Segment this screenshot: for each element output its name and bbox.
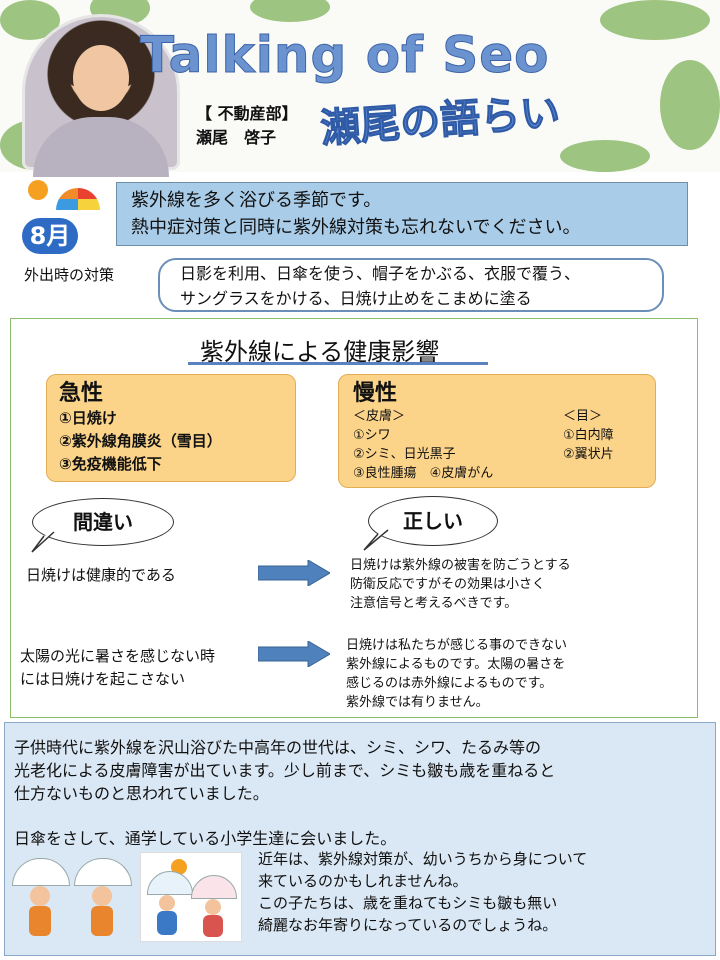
notice-line: 熱中症対策と同時に紫外線対策も忘れないでください。	[131, 217, 581, 238]
essay-line: 仕方ないものと思われていました。	[14, 784, 269, 803]
fact-line: 紫外線では有りません。	[346, 695, 489, 710]
chronic-heading: 慢性	[353, 381, 398, 406]
eye-item: ①白内障	[563, 428, 614, 443]
essay-paragraph: 近年は、紫外線対策が、幼いうちから身について 来ているのかもしれませんね。 この…	[258, 848, 587, 936]
arrow-right-icon	[258, 560, 330, 586]
clover-decoration	[660, 60, 720, 150]
eye-item: ②翼状片	[563, 447, 614, 462]
fact-line: 注意信号と考えるべきです。	[350, 596, 518, 611]
clover-decoration	[250, 0, 330, 22]
clover-decoration	[600, 0, 710, 40]
fact-line: 感じるのは赤外線によるものです。	[346, 676, 553, 691]
section-title: 紫外線による健康影響	[200, 338, 440, 366]
child-with-umbrella-illustration	[10, 858, 70, 944]
title-underline	[188, 362, 488, 365]
myth-line: には日焼けを起こさない	[20, 670, 186, 688]
fact-explanation: 日焼けは私たちが感じる事のできない 紫外線によるものです。太陽の暑さを 感じるの…	[346, 636, 567, 712]
skin-item: ③良性腫瘍 ④皮膚がん	[353, 466, 494, 481]
essay-section	[4, 722, 716, 956]
essay-line: 近年は、紫外線対策が、幼いうちから身について	[258, 850, 588, 868]
myth-statement: 日焼けは健康的である	[26, 566, 176, 584]
essay-line: 綺麗なお年寄りになっているのでしょうね。	[258, 916, 558, 934]
measures-bracket	[158, 258, 664, 312]
arrow-right-icon	[258, 641, 330, 667]
author-name: 瀬尾 啓子	[196, 128, 277, 147]
children-parasol-illustration	[140, 852, 242, 942]
acute-panel: 急性 ①日焼け ②紫外線角膜炎（雪目） ③免疫機能低下	[46, 374, 296, 482]
fact-explanation: 日焼けは紫外線の被害を防ごうとする 防衛反応ですがその効果は小さく 注意信号と考…	[350, 556, 571, 613]
author-info: 【 不動産部】 瀬尾 啓子	[196, 102, 298, 150]
measures-line: 日影を利用、日傘を使う、帽子をかぶる、衣服で覆う、	[180, 264, 581, 283]
health-section	[10, 318, 698, 718]
chronic-panel: 慢性 ＜皮膚＞ ①シワ ②シミ、日光黒子 ③良性腫瘍 ④皮膚がん ＜目＞ ①白内…	[338, 374, 656, 488]
department: 【 不動産部】	[196, 104, 298, 123]
title-english: Talking of Seo	[140, 26, 550, 85]
season-notice: 紫外線を多く浴びる季節です。 熱中症対策と同時に紫外線対策も忘れないでください。	[116, 182, 688, 246]
skin-item: ②シミ、日光黒子	[353, 447, 456, 462]
skin-label: ＜皮膚＞	[353, 409, 406, 424]
myth-statement: 太陽の光に暑さを感じない時 には日焼けを起こさない	[20, 645, 215, 691]
measures-line: サングラスをかける、日焼け止めをこまめに塗る	[180, 289, 532, 308]
essay-line: この子たちは、歳を重ねてもシミも皺も無い	[258, 894, 558, 912]
child-with-umbrella-illustration	[72, 858, 132, 944]
fact-line: 日焼けは紫外線の被害を防ごうとする	[350, 558, 571, 573]
bubble-tail	[363, 529, 389, 551]
fact-line: 日焼けは私たちが感じる事のできない	[346, 638, 568, 653]
essay-line: 子供時代に紫外線を沢山浴びた中高年の世代は、シミ、シワ、たるみ等の	[14, 738, 542, 757]
eye-label: ＜目＞	[563, 409, 603, 424]
outdoor-measures: 日影を利用、日傘を使う、帽子をかぶる、衣服で覆う、 サングラスをかける、日焼け止…	[180, 261, 580, 311]
essay-paragraph: 日傘をさして、通学している小学生達に会いました。	[14, 829, 397, 848]
essay-paragraph: 子供時代に紫外線を沢山浴びた中高年の世代は、シミ、シワ、たるみ等の 光老化による…	[14, 736, 555, 805]
myth-line: 太陽の光に暑さを感じない時	[20, 647, 216, 665]
outdoor-label: 外出時の対策	[24, 266, 115, 284]
author-photo	[22, 14, 180, 177]
acute-item: ①日焼け	[59, 409, 117, 427]
beach-umbrella-icon	[56, 188, 100, 210]
acute-item: ②紫外線角膜炎（雪目）	[59, 432, 222, 450]
fact-line: 防衛反応ですがその効果は小さく	[350, 577, 546, 592]
clover-decoration	[560, 140, 650, 172]
essay-line: 光老化による皮膚障害が出ています。少し前まで、シミも皺も歳を重ねると	[14, 761, 556, 780]
sun-icon	[28, 180, 48, 200]
month-badge: 8月	[22, 218, 78, 254]
right-bubble: 正しい	[368, 496, 498, 546]
skin-item: ①シワ	[353, 428, 391, 443]
essay-line: 来ているのかもしれませんね。	[258, 872, 468, 890]
acute-item: ③免疫機能低下	[59, 455, 162, 473]
fact-line: 紫外線によるものです。太陽の暑さを	[346, 657, 566, 672]
notice-line: 紫外線を多く浴びる季節です。	[131, 190, 382, 211]
wrong-bubble: 間違い	[32, 498, 174, 546]
acute-heading: 急性	[59, 381, 104, 406]
bubble-tail	[31, 531, 55, 553]
